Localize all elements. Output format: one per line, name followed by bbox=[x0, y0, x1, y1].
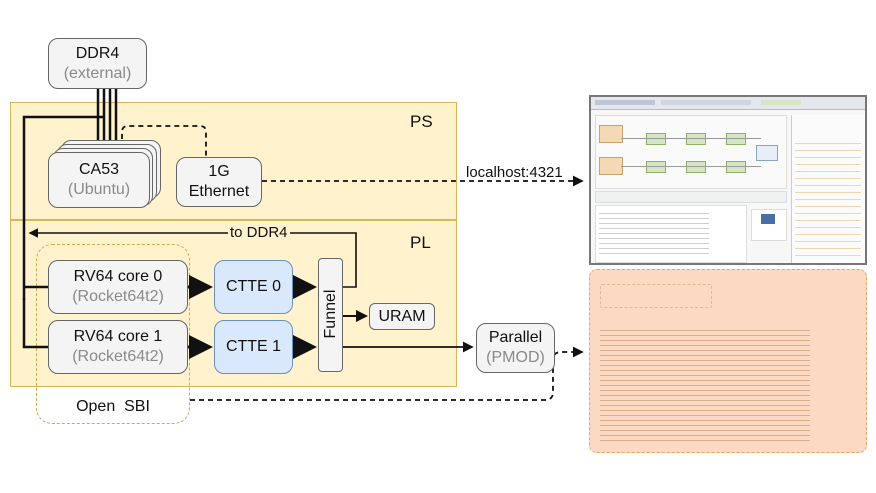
pl-label: PL bbox=[410, 233, 431, 252]
funnel-box bbox=[318, 258, 343, 372]
to-ddr4-label: to DDR4 bbox=[228, 224, 290, 241]
ctte0-label: CTTE 0 bbox=[225, 278, 282, 295]
thumb-line-1 bbox=[621, 138, 761, 139]
ps-label: PS bbox=[410, 112, 433, 131]
localhost-label: localhost:4321 bbox=[466, 164, 563, 181]
thumb-block-h bbox=[726, 161, 746, 173]
ethernet-subtitle: Ethernet bbox=[188, 183, 250, 200]
thumb-right-panel-rows bbox=[795, 137, 861, 257]
rv64-core-0: RV64 core 0 (Rocket64t2) bbox=[48, 260, 188, 314]
ca53-box: CA53 (Ubuntu) bbox=[48, 152, 150, 208]
thumb-block-d bbox=[686, 133, 706, 145]
rv64-core-1: RV64 core 1 (Rocket64t2) bbox=[48, 320, 188, 374]
core0-title: RV64 core 0 bbox=[73, 268, 163, 285]
ctte1-label: CTTE 1 bbox=[225, 338, 282, 355]
thumb-mid-toolbar bbox=[595, 191, 787, 203]
core1-subtitle: (Rocket64t2) bbox=[72, 348, 164, 365]
parallel-title: Parallel bbox=[488, 329, 543, 346]
ca53-title: CA53 bbox=[78, 161, 120, 178]
ddr4-box: DDR4 (external) bbox=[48, 38, 147, 89]
thumb-line-2 bbox=[621, 166, 761, 167]
thumb-block-e bbox=[726, 133, 746, 145]
opensbi-console-thumbnail bbox=[589, 269, 867, 453]
thumb-console-lines bbox=[599, 209, 709, 257]
core0-subtitle: (Rocket64t2) bbox=[72, 288, 164, 305]
thumb-block-i bbox=[756, 145, 778, 161]
ddr4-subtitle: (external) bbox=[63, 64, 132, 82]
core1-title: RV64 core 1 bbox=[73, 328, 163, 345]
thumb-block-f bbox=[646, 161, 666, 173]
uram-box: URAM bbox=[369, 303, 435, 330]
ddr4-title: DDR4 bbox=[75, 44, 120, 62]
thumb-block-g bbox=[686, 161, 706, 173]
thumb-block-c bbox=[646, 133, 666, 145]
uram-label: URAM bbox=[378, 307, 426, 325]
ca53-subtitle: (Ubuntu) bbox=[67, 181, 131, 198]
webui-screenshot-thumbnail bbox=[589, 95, 867, 265]
parallel-subtitle: (PMOD) bbox=[486, 349, 545, 366]
thumb-topbar-detail bbox=[595, 100, 655, 105]
thumb-logo-mark bbox=[761, 214, 775, 224]
ctte-0: CTTE 0 bbox=[214, 260, 293, 314]
ethernet-title: 1G bbox=[208, 163, 230, 180]
thumb-diagram-area bbox=[595, 115, 787, 189]
thumb-topbar-detail-2 bbox=[661, 100, 751, 105]
ctte-1: CTTE 1 bbox=[214, 320, 293, 374]
ethernet-box: 1G Ethernet bbox=[176, 157, 262, 207]
thumb-topbar-detail-3 bbox=[761, 100, 801, 105]
parallel-box: Parallel (PMOD) bbox=[476, 323, 555, 373]
thumb-block-b bbox=[599, 157, 623, 175]
opensbi-group bbox=[36, 244, 190, 424]
console-banner bbox=[600, 284, 712, 308]
opensbi-label: Open SBI bbox=[76, 398, 150, 415]
console-text-lines bbox=[600, 326, 810, 444]
thumb-block-a bbox=[599, 125, 623, 143]
funnel-label: Funnel bbox=[322, 289, 339, 339]
